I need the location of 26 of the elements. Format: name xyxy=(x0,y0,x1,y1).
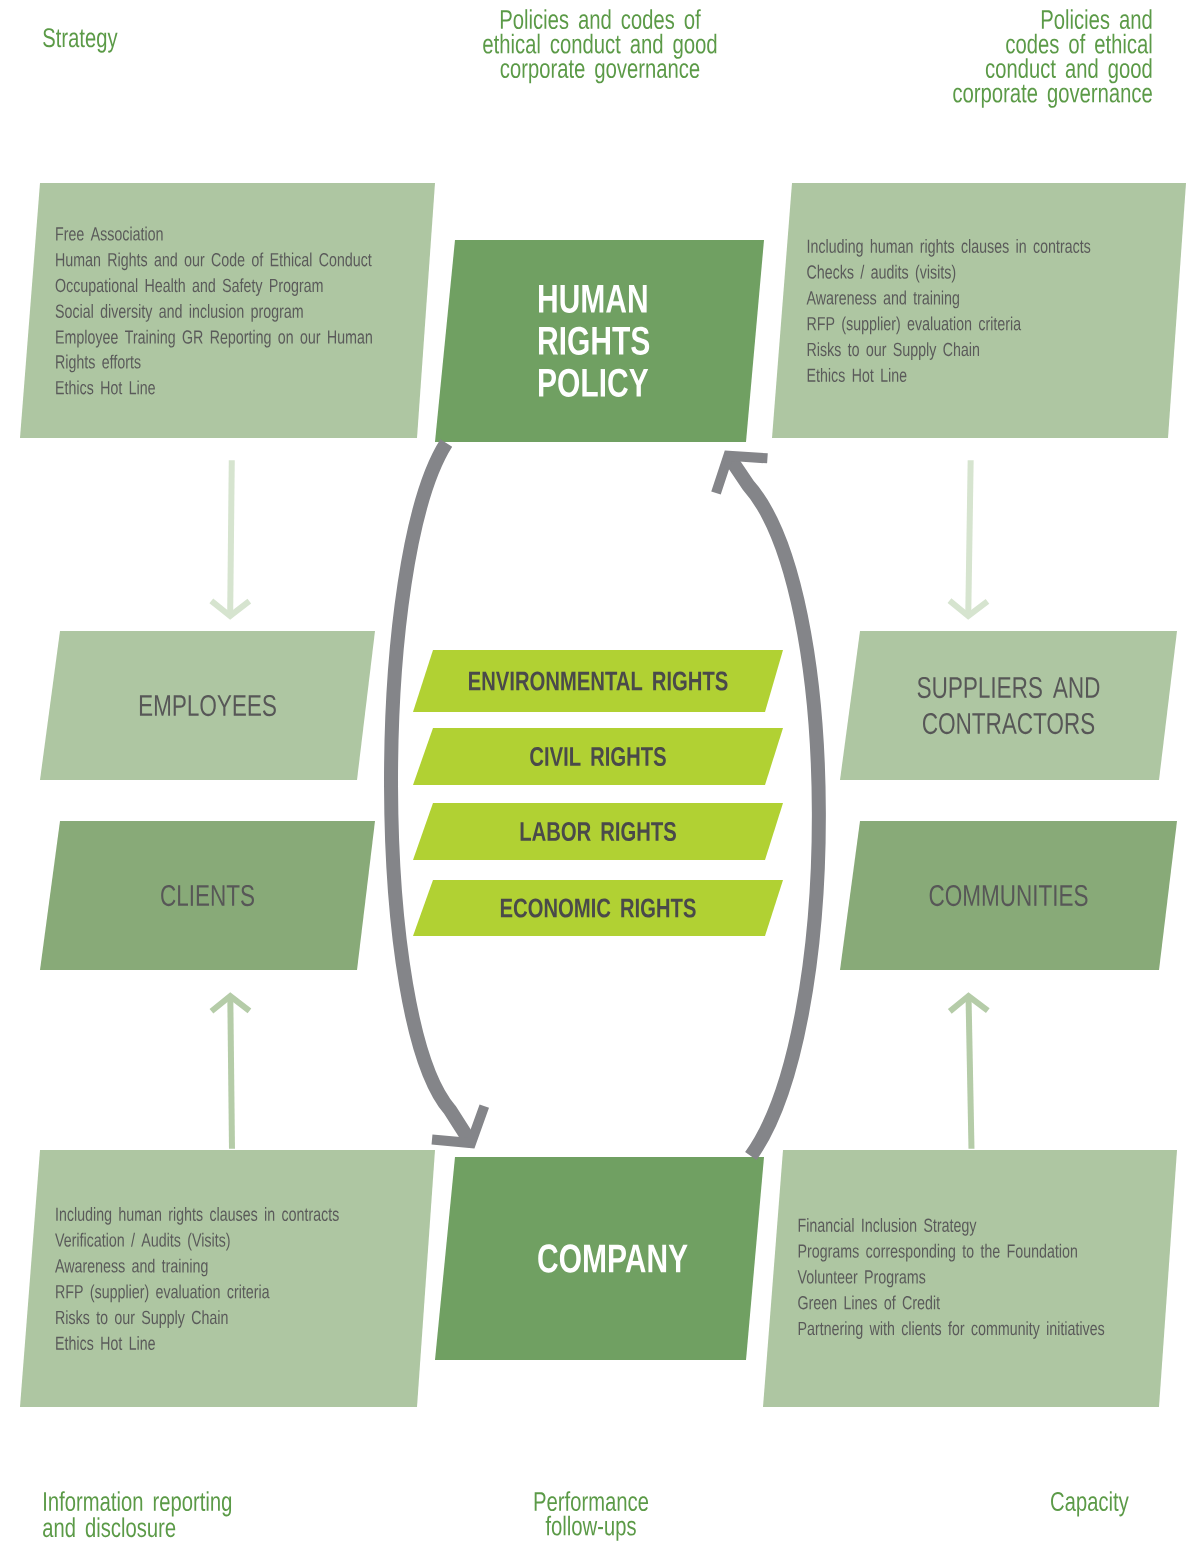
rights-bar: LABOR RIGHTS xyxy=(413,803,783,860)
title-box: HUMAN RIGHTS POLICY xyxy=(435,240,764,442)
rights-bar: ECONOMIC RIGHTS xyxy=(413,880,783,936)
text-box: Financial Inclusion Strategy Programs corresponding to the Foundation Volunteer Programs Green Lines of Credit Partnering with clients for community initiatives xyxy=(763,1150,1177,1407)
stakeholder-box: COMMUNITIES xyxy=(840,821,1177,970)
cycle-arrow xyxy=(711,450,826,1160)
stakeholder-box: SUPPLIERS AND CONTRACTORS xyxy=(840,631,1177,780)
title-box: COMPANY xyxy=(435,1157,764,1360)
corner-label: Strategy xyxy=(43,28,118,53)
corner-label: Capacity xyxy=(1051,1491,1129,1517)
corner-label: Policies and codes of ethical conduct and good corporate governance xyxy=(483,9,717,84)
text-box: Including human rights clauses in contracts Verification / Audits (Visits) Awareness and training RFP (supplier) evaluation criteria Risks to our Supply Chain Ethics Hot Line xyxy=(20,1150,435,1407)
rights-bar: CIVIL RIGHTS xyxy=(413,728,783,785)
text-box: Including human rights clauses in contracts Checks / audits (visits) Awareness and training RFP (supplier) evaluation criteria Risks to our Supply Chain Ethics Hot Line xyxy=(772,183,1186,438)
corner-label: Policies and codes of ethical conduct and good corporate governance xyxy=(953,9,1152,108)
cycle-arrow xyxy=(384,440,489,1149)
arrow xyxy=(947,992,990,1149)
stakeholder-box: EMPLOYEES xyxy=(40,631,375,780)
text-box: Free Association Human Rights and our Code of Ethical Conduct Occupational Health and Safety Program Social diversity and inclusion program Employee Training GR Reporting on our Human Rights efforts Ethics Hot Line xyxy=(20,183,435,438)
corner-label: Performance follow-ups xyxy=(534,1491,649,1541)
arrow xyxy=(209,992,252,1149)
corner-label: Information reporting and disclosure xyxy=(43,1491,232,1538)
stakeholder-box: CLIENTS xyxy=(40,821,375,970)
arrow xyxy=(947,460,990,620)
rights-bar: ENVIRONMENTAL RIGHTS xyxy=(413,650,783,712)
arrow xyxy=(209,460,252,620)
